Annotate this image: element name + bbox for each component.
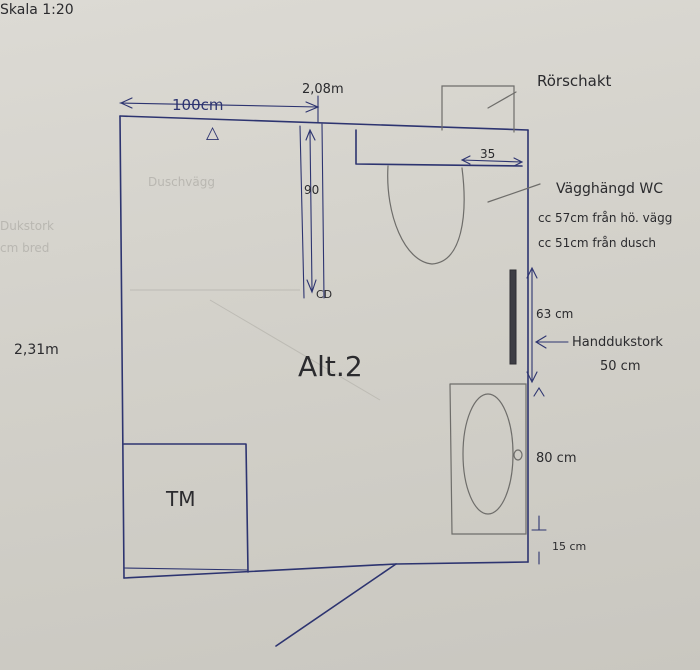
label-wc-line2: cc 51cm från dusch: [538, 236, 656, 250]
label-wc-line1: cc 57cm från hö. vägg: [538, 211, 672, 225]
label-dim-90: 90: [304, 183, 319, 197]
floor-drain-icon: △: [206, 123, 220, 143]
label-dim-35: 35: [480, 147, 495, 161]
top-wall: [119, 115, 529, 131]
label-dim-208: 2,08m: [302, 82, 344, 97]
bottom-wall: [123, 563, 397, 579]
label-dim-15: 15 cm: [552, 540, 586, 553]
label-rorschakt: Rörschakt: [537, 72, 612, 90]
label-alt: Alt.2: [298, 350, 363, 383]
door-swing-line: [275, 563, 397, 647]
label-towel-title: Handdukstork: [572, 335, 663, 350]
room-outline: [119, 115, 529, 647]
faint-note-width: cm bred: [0, 241, 49, 255]
wall-hung-wc: 35: [355, 129, 541, 265]
dimension-top-width: 100cm: [119, 95, 320, 123]
left-wall: [119, 115, 125, 579]
label-dim-63: 63 cm: [536, 307, 573, 321]
label-tm: TM: [165, 487, 195, 511]
label-cd: CD: [316, 288, 332, 301]
bottom-right-wall: [395, 561, 529, 565]
faint-note-shower-wall: Duschvägg: [148, 175, 215, 189]
label-wc-title: Vägghängd WC: [556, 181, 663, 197]
washing-machine: TM: [123, 443, 249, 573]
label-towel-width: 50 cm: [600, 359, 641, 374]
faint-note-towel: Dukstork: [0, 219, 54, 233]
dimension-90: 90 CD: [299, 123, 332, 301]
pipe-shaft: Rörschakt: [441, 72, 612, 133]
scale-label: Skala 1:20: [0, 2, 74, 18]
label-width-top: 100cm: [172, 96, 224, 114]
label-dim-80: 80 cm: [536, 451, 577, 466]
faint-guide-diagonal: [209, 299, 381, 401]
label-height-231: 2,31m: [14, 342, 59, 358]
towel-rail: 63 cm Handdukstork 50 cm: [509, 266, 663, 384]
washbasin: 80 cm 15 cm: [449, 383, 586, 565]
